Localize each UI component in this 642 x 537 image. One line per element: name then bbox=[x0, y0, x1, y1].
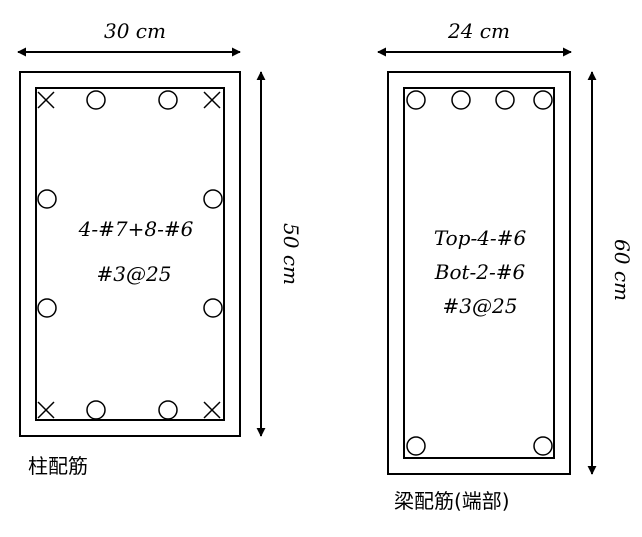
column-side-bar bbox=[37, 189, 57, 209]
column-caption: 柱配筋 bbox=[28, 454, 88, 478]
column-side-bar bbox=[158, 90, 178, 110]
beam-height-label: 60 cm bbox=[610, 239, 634, 301]
column-stirrup-label: #3@25 bbox=[97, 262, 172, 286]
column-corner-bar bbox=[203, 91, 221, 109]
beam-section: 24 cm Top-4-#6 Bot-2-#6 #3@25 60 cm 梁配筋(… bbox=[377, 19, 634, 513]
beam-bottom-bar bbox=[533, 436, 553, 456]
beam-top-bar bbox=[406, 90, 426, 110]
beam-bottom-rebar-label: Bot-2-#6 bbox=[434, 260, 526, 284]
beam-top-rebar-label: Top-4-#6 bbox=[434, 226, 527, 250]
column-side-bar bbox=[86, 400, 106, 420]
column-corner-bar bbox=[203, 401, 221, 419]
column-stirrup-outline bbox=[35, 87, 225, 421]
beam-stirrup-label: #3@25 bbox=[443, 294, 518, 318]
column-side-bar bbox=[86, 90, 106, 110]
column-corner-bar bbox=[37, 91, 55, 109]
beam-top-bar bbox=[495, 90, 515, 110]
column-outer-outline bbox=[19, 71, 241, 437]
beam-outer-outline bbox=[387, 71, 571, 475]
beam-stirrup-outline bbox=[403, 87, 555, 459]
beam-top-bar bbox=[533, 90, 553, 110]
column-side-bar bbox=[203, 189, 223, 209]
beam-caption: 梁配筋(端部) bbox=[394, 489, 510, 513]
column-side-bar bbox=[158, 400, 178, 420]
column-rebar-label: 4-#7+8-#6 bbox=[78, 217, 194, 241]
column-side-bar bbox=[203, 298, 223, 318]
beam-bottom-bar bbox=[406, 436, 426, 456]
column-height-label: 50 cm bbox=[279, 223, 303, 285]
column-side-bar bbox=[37, 298, 57, 318]
beam-top-bar bbox=[451, 90, 471, 110]
column-width-label: 30 cm bbox=[104, 19, 166, 43]
beam-width-label: 24 cm bbox=[447, 19, 510, 43]
column-section: 30 cm 4-#7+8-#6 #3@25 50 cm bbox=[17, 19, 303, 478]
column-corner-bar bbox=[37, 401, 55, 419]
